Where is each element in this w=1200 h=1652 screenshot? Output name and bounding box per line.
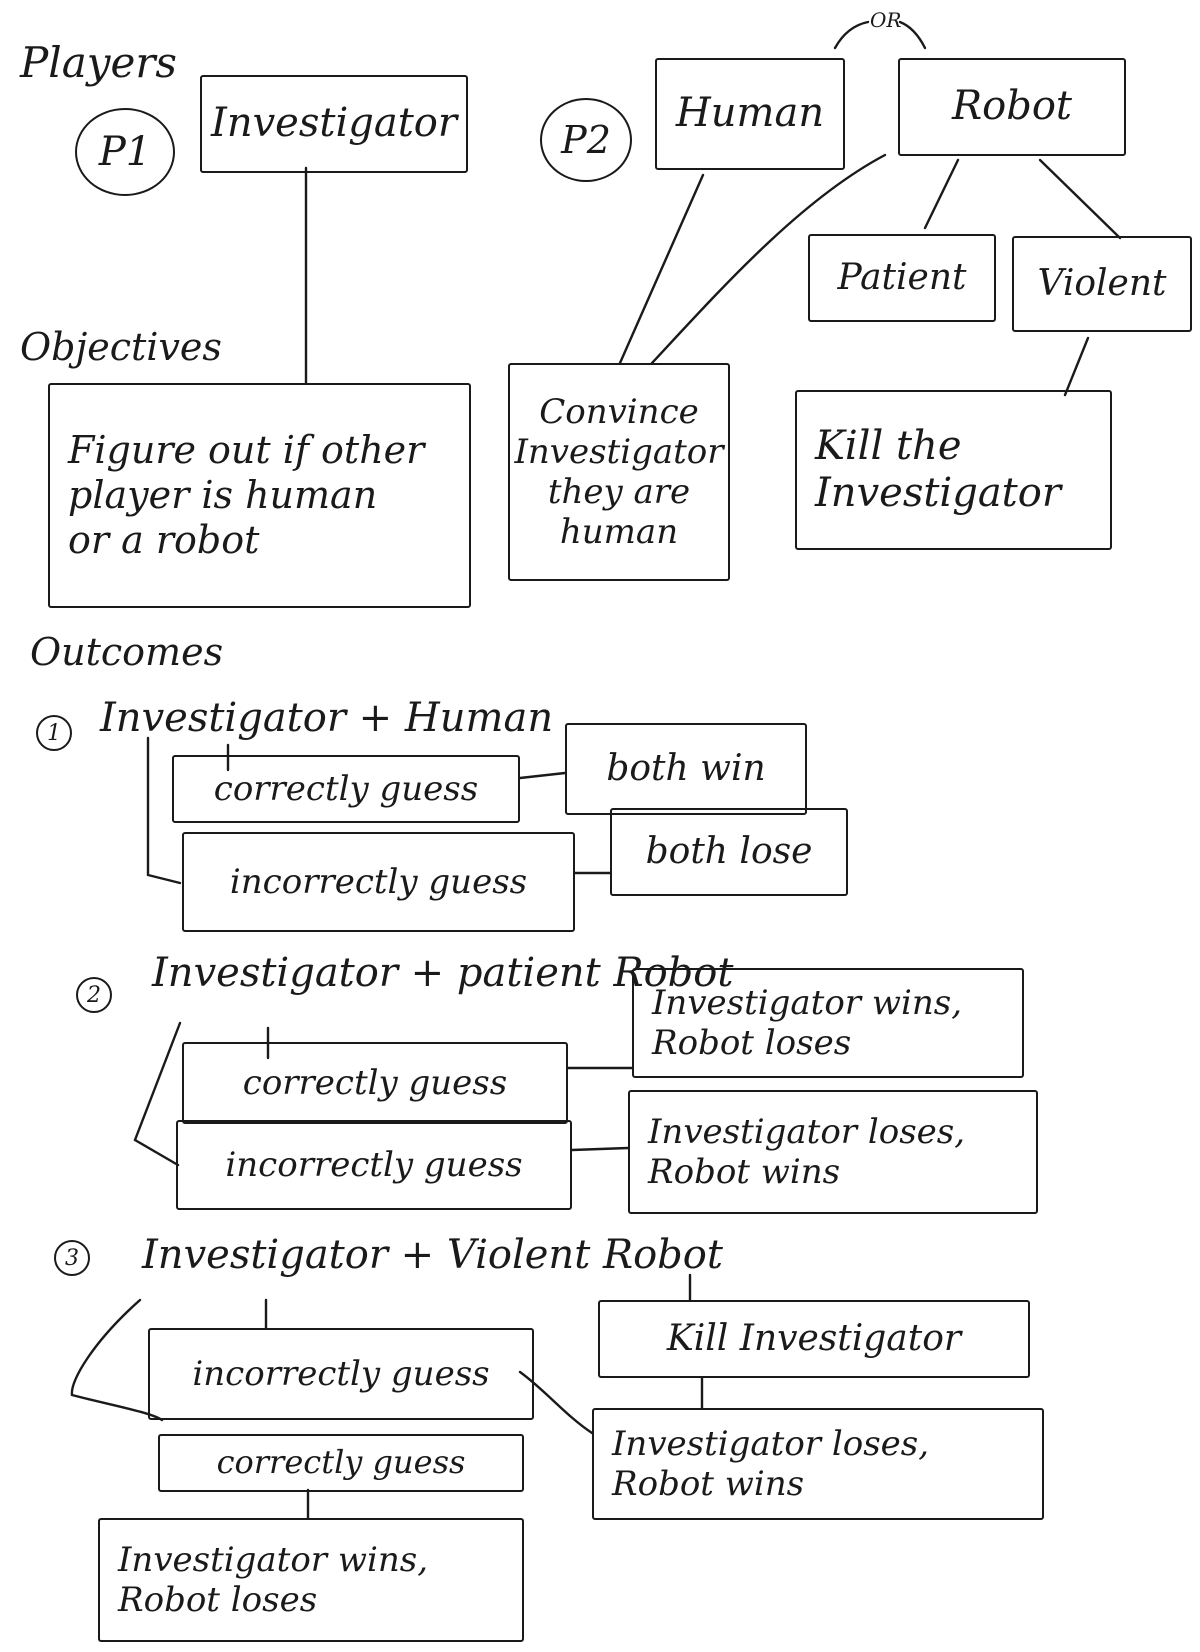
case3-correct-result-line-2: Robot loses [118, 1580, 318, 1620]
case3-correct-result-line-1: Investigator wins, [118, 1539, 429, 1580]
case1-correct-box: correctly guess [172, 755, 520, 823]
case2-incorrect-result [570, 1146, 630, 1152]
p1-badge: P1 [75, 108, 175, 196]
human-objective-line-4: human [559, 512, 679, 553]
violent-robot-objective-box: Kill the Investigator [795, 390, 1112, 550]
robot-role-box: Robot [898, 58, 1126, 156]
case3-correct-box: correctly guess [158, 1434, 524, 1492]
case1-incorrect-result-box: both lose [610, 808, 848, 896]
or-label: OR [870, 8, 902, 32]
investigator-objective-line-3: or a robot [68, 517, 260, 562]
case3-correct-result-box: Investigator wins, Robot loses [98, 1518, 524, 1642]
human-objective-line-2: Investigator [514, 431, 724, 472]
investigator-objective-line-2: player is human [68, 473, 378, 518]
investigator-role-box: Investigator [200, 75, 468, 173]
case2-correct-result-box: Investigator wins, Robot loses [632, 968, 1024, 1078]
connector-human-convince [618, 173, 705, 365]
case2-incorrect-result-box: Investigator loses, Robot wins [628, 1090, 1038, 1214]
case1-bracket [146, 736, 182, 885]
or-arc [833, 20, 927, 50]
violent-objective-line-1: Kill the [815, 422, 962, 469]
case3-title: Investigator + Violent Robot [142, 1232, 723, 1278]
p2-badge: P2 [540, 98, 632, 182]
outcomes-heading: Outcomes [30, 630, 224, 674]
connector-robot-violent [1038, 158, 1122, 240]
case2-number: 2 [76, 977, 112, 1013]
case1-correct-result [518, 771, 567, 780]
case1-number: 1 [36, 715, 72, 751]
violent-robot-box: Violent [1012, 236, 1192, 332]
case1-correct-result-box: both win [565, 723, 807, 815]
violent-objective-line-2: Investigator [815, 470, 1061, 516]
case3-number: 3 [54, 1240, 90, 1276]
case3-action-box: Kill Investigator [598, 1300, 1030, 1378]
case2-correct-result-line-1: Investigator wins, [652, 982, 963, 1023]
case3-incorrect-result [518, 1370, 594, 1435]
human-objective-line-3: they are [547, 472, 691, 512]
players-heading: Players [20, 38, 177, 87]
investigator-objective-line-1: Figure out if other [68, 428, 425, 473]
connector-robot-convince [650, 153, 887, 365]
patient-robot-box: Patient [808, 234, 996, 322]
connector-robot-patient [923, 158, 960, 230]
case2-correct-box: correctly guess [182, 1042, 568, 1124]
case3-bracket [70, 1298, 164, 1422]
case3-incorrect-result-line-2: Robot wins [612, 1464, 805, 1504]
case3-incorrect-box: incorrectly guess [148, 1328, 534, 1420]
case2-incorrect-result-line-1: Investigator loses, [648, 1111, 966, 1152]
case2-correct-result-line-2: Robot loses [652, 1023, 852, 1063]
case1-incorrect-box: incorrectly guess [182, 832, 575, 932]
investigator-objective-box: Figure out if other player is human or a… [48, 383, 471, 608]
human-role-box: Human [655, 58, 845, 170]
human-objective-line-1: Convince [539, 391, 699, 432]
case2-title: Investigator + patient Robot [152, 950, 734, 996]
case1-title: Investigator + Human [100, 695, 554, 741]
human-objective-box: Convince Investigator they are human [508, 363, 730, 581]
case2-incorrect-result-line-2: Robot wins [648, 1152, 841, 1192]
case3-incorrect-result-box: Investigator loses, Robot wins [592, 1408, 1044, 1520]
objectives-heading: Objectives [20, 325, 222, 369]
connector-violent-kill [1063, 336, 1090, 397]
case3-incorrect-result-line-1: Investigator loses, [612, 1423, 930, 1464]
case2-incorrect-box: incorrectly guess [176, 1120, 572, 1210]
case2-bracket [133, 1021, 182, 1167]
